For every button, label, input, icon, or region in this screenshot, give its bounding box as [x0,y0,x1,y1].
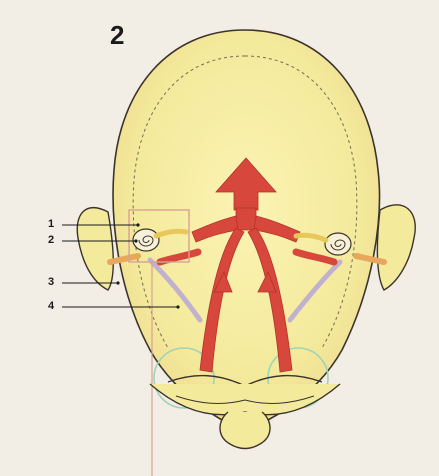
left-ear [77,208,113,290]
lower-lip [150,384,340,415]
callout-label-4: 4 [48,300,54,312]
central-trunk [236,208,256,230]
chin [220,412,270,449]
right-ear [377,205,415,290]
callout-label-1: 1 [48,218,54,230]
callout-label-3: 3 [48,276,54,288]
callout-label-2: 2 [48,234,54,246]
figure-number: 2 [110,20,124,51]
